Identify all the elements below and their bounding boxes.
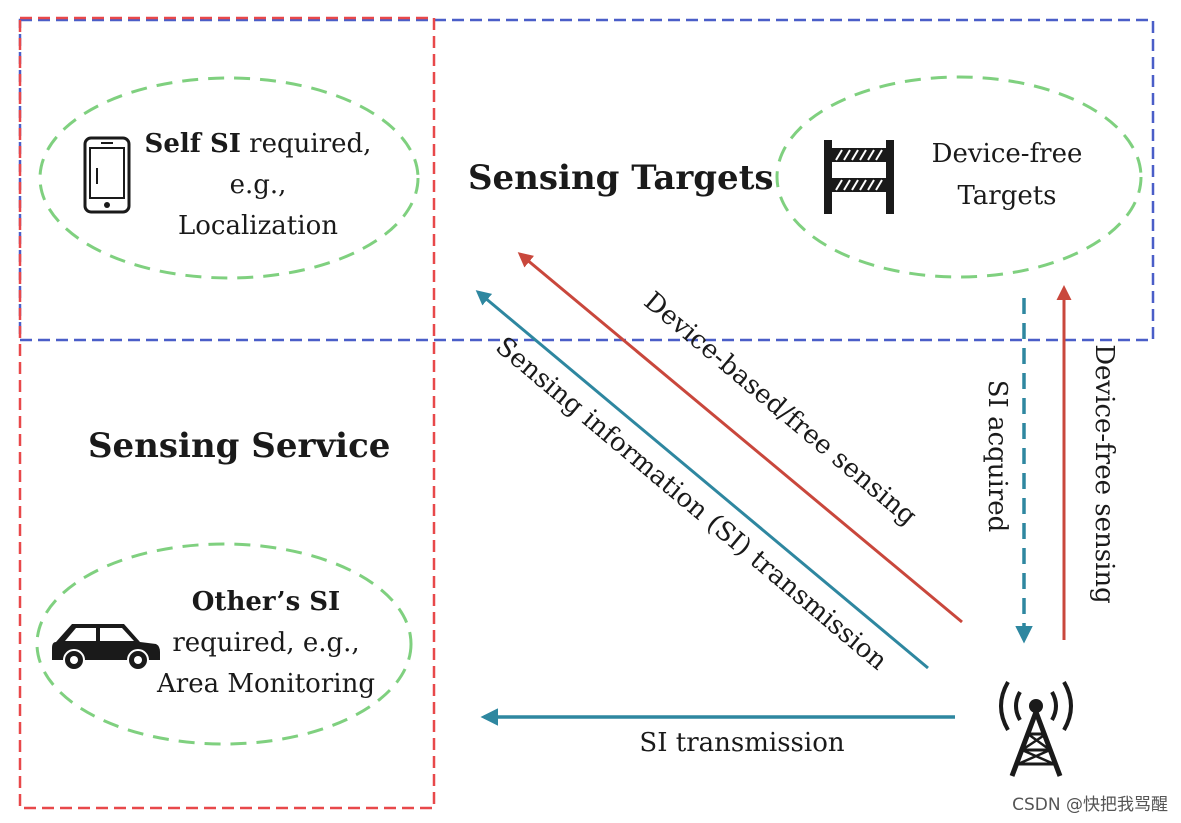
self-si-eg: e.g., (230, 170, 287, 200)
si-transmission-diagonal-arrow (475, 290, 929, 670)
self-si-label: Self SI required, (145, 129, 372, 159)
si-transmission-diagonal-label: Sensing information (SI) transmission (490, 331, 893, 676)
self-si-bold: Self SI (145, 129, 241, 159)
device-free-targets-line2: Targets (957, 181, 1056, 211)
others-si-line2: required, e.g., (172, 628, 359, 658)
car-icon (52, 624, 160, 671)
others-si-ellipse (35, 542, 413, 746)
device-free-targets-ellipse (775, 75, 1143, 279)
sensing-service-title: Sensing Service (88, 426, 390, 466)
self-si-ellipse (38, 76, 420, 280)
sensing-service-region (18, 16, 436, 810)
smartphone-icon (83, 136, 131, 214)
si-transmission-label: SI transmission (639, 728, 844, 758)
sensing-targets-region (18, 18, 1155, 342)
self-si-example: Localization (178, 211, 338, 241)
self-si-required: required, (241, 129, 372, 159)
base-station-tower-icon (999, 680, 1073, 777)
others-si-bold: Other’s SI (192, 587, 340, 617)
device-based-sensing-arrow (517, 252, 963, 624)
barrier-icon (824, 140, 894, 214)
watermark: CSDN @快把我骂醒 (1012, 795, 1168, 815)
device-free-sensing-label: Device-free sensing (1089, 344, 1119, 604)
others-si-line3: Area Monitoring (156, 669, 375, 699)
si-acquired-label: SI acquired (982, 380, 1012, 533)
sensing-targets-title: Sensing Targets (468, 158, 774, 198)
device-free-targets-line1: Device-free (932, 139, 1083, 169)
